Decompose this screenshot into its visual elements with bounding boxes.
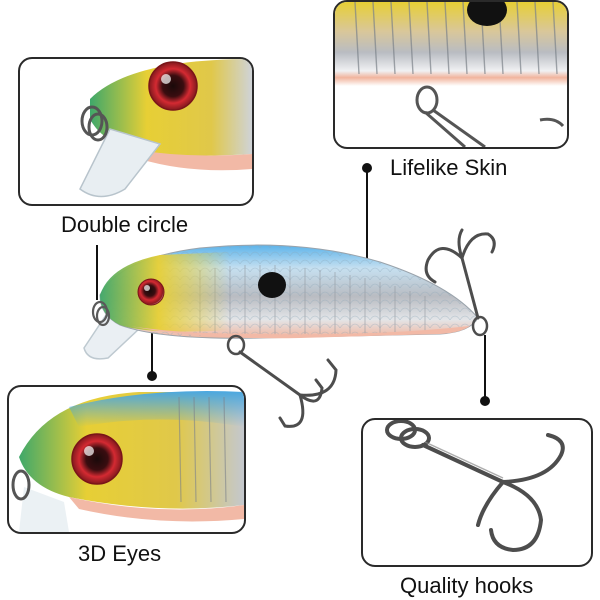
lure-eye (137, 278, 165, 306)
quality-hooks-panel (361, 418, 593, 567)
double-circle-panel (18, 57, 254, 206)
3d-eyes-panel (7, 385, 246, 534)
callout-dots (147, 163, 490, 406)
quality-hooks-label: Quality hooks (400, 573, 534, 598)
lure-spot (258, 272, 286, 298)
double-circle-label: Double circle (61, 212, 189, 237)
3d-eyes-label: 3D Eyes (78, 541, 162, 566)
belly-treble-hook (226, 334, 338, 428)
tail-treble-hook (424, 228, 496, 337)
lifelike-skin-panel (333, 0, 569, 149)
lifelike-skin-label: Lifelike Skin (390, 155, 508, 180)
front-split-ring (91, 300, 111, 327)
